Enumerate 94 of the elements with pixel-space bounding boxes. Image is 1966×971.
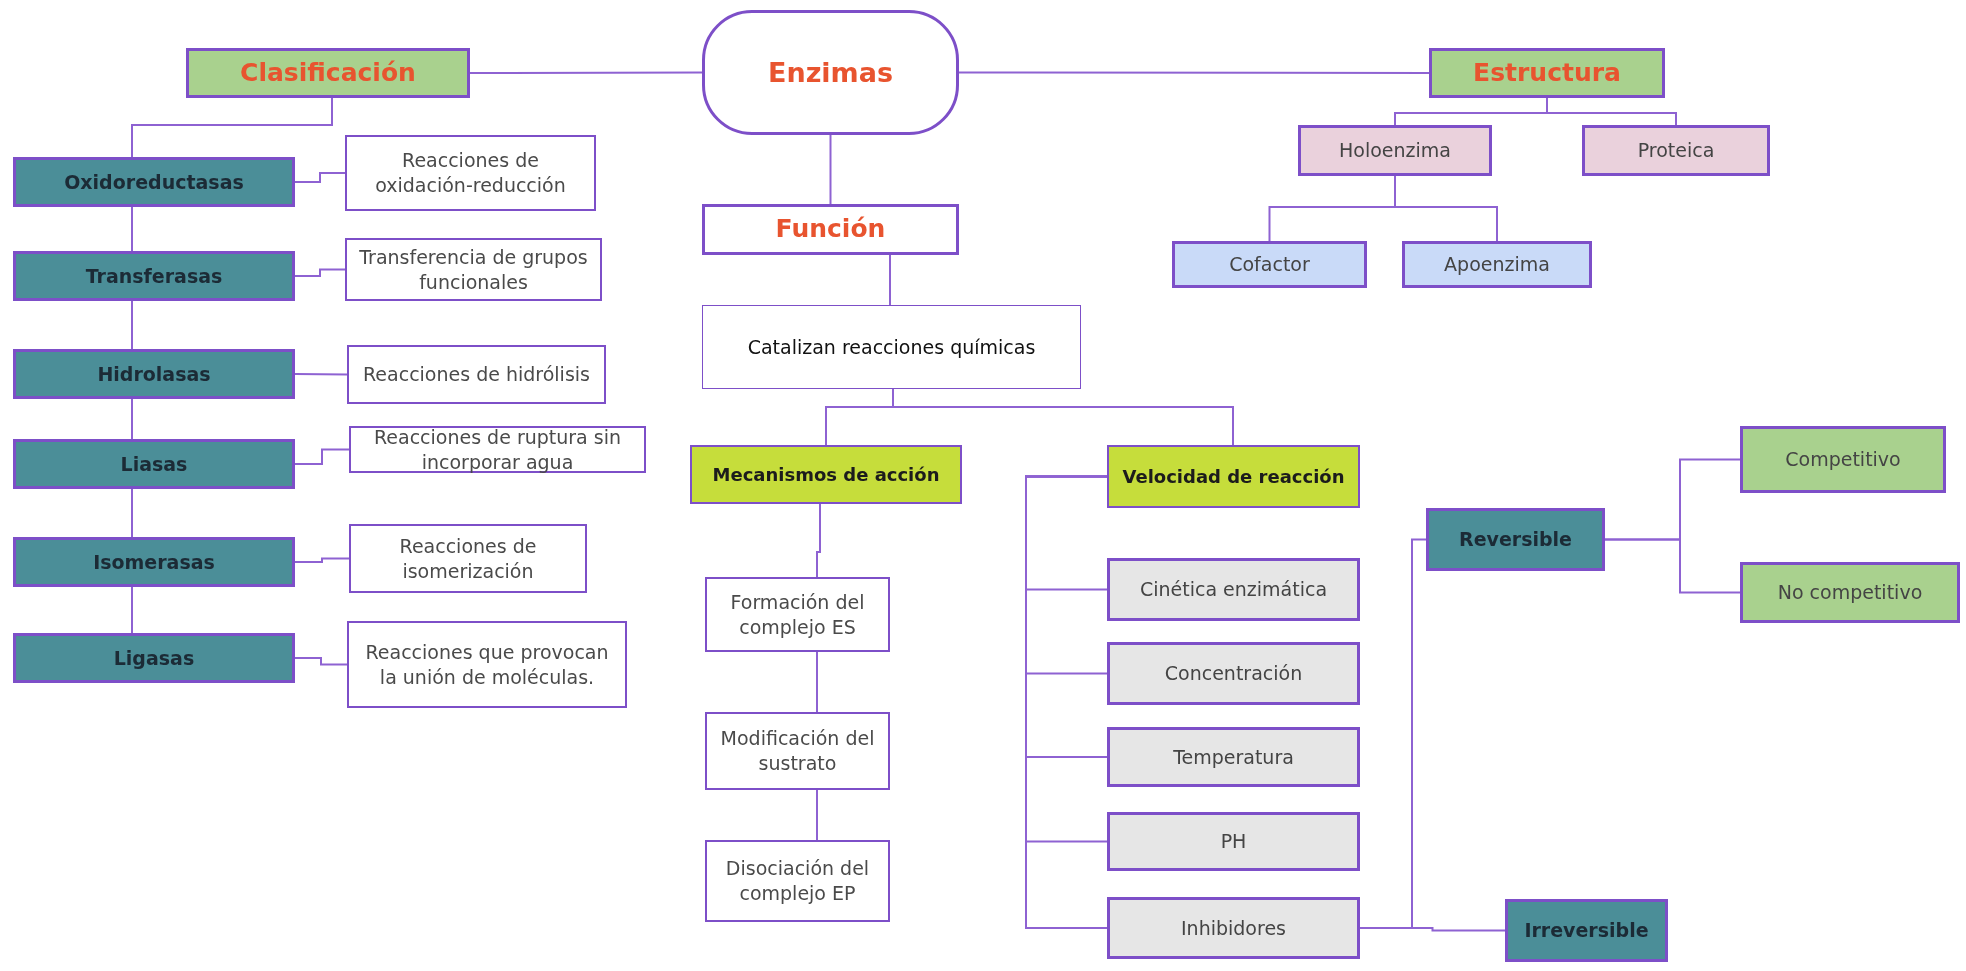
node-label: Inhibidores <box>1181 915 1286 941</box>
node-label: Cinética enzimática <box>1139 577 1328 602</box>
connector-line <box>294 657 348 666</box>
topic-pill <box>702 10 959 135</box>
node-label: Formación del complejo ES <box>729 589 866 640</box>
connector-line <box>816 651 818 713</box>
node-label: Concentración <box>1164 661 1303 686</box>
node-label: Proteica <box>1637 138 1715 163</box>
part-box <box>1402 241 1592 288</box>
part-box <box>1172 241 1367 288</box>
node-label: PH <box>1220 829 1247 854</box>
heading-box <box>186 48 470 98</box>
factor-box <box>1107 727 1360 787</box>
connector-line <box>816 789 818 841</box>
connector-line <box>889 254 891 306</box>
description-box <box>705 840 890 922</box>
node-label: Clasificación <box>240 56 416 89</box>
factor-box <box>1107 558 1360 621</box>
connector-line <box>1025 475 1108 929</box>
node-label: Liasas <box>120 451 188 477</box>
node-label: Reacciones de hidrólisis <box>363 362 590 387</box>
connector-line <box>816 503 821 578</box>
node-label: Temperatura <box>1173 744 1294 770</box>
connector-line <box>131 586 133 634</box>
node-label: Hidrolasas <box>97 361 211 387</box>
connector-line <box>131 488 133 538</box>
category-box <box>13 349 295 399</box>
node-label: Reversible <box>1459 527 1572 552</box>
connector-line <box>131 398 133 440</box>
connector-line <box>469 71 703 74</box>
subtopic-box <box>1107 445 1360 508</box>
node-label: Transferasas <box>85 263 223 289</box>
connector-line <box>131 300 133 350</box>
connector-line <box>131 206 133 252</box>
node-label: Estructura <box>1473 56 1621 89</box>
node-label: Disociación del complejo EP <box>724 856 871 906</box>
subtopic-box <box>690 445 962 504</box>
heading-box <box>702 204 959 255</box>
node-label: Reacciones de oxidación-reducción <box>374 148 567 198</box>
node-label: Reacciones de isomerización <box>398 533 538 584</box>
description-box <box>705 712 890 790</box>
description-box <box>349 426 646 473</box>
node-label: Holoenzima <box>1339 138 1451 163</box>
connector-line <box>829 134 832 205</box>
connector-line <box>958 71 1430 74</box>
node-label: Reacciones que provocan la unión de moléculas. <box>364 639 610 690</box>
connector-line <box>131 97 333 158</box>
node-label: Apoenzima <box>1444 252 1550 277</box>
part-box <box>1298 125 1492 176</box>
node-label: Mecanismos de acción <box>712 462 940 487</box>
node-label: Oxidoreductasas <box>64 169 244 195</box>
type-box <box>1740 426 1946 493</box>
connector-line <box>294 557 350 563</box>
factor-box <box>1107 812 1360 871</box>
node-label: Cofactor <box>1229 252 1310 277</box>
node-label: Modificación del sustrato <box>719 726 876 776</box>
connector-line <box>294 373 348 376</box>
category-box <box>13 157 295 207</box>
node-label: Transferencia de grupos funcionales <box>358 244 589 295</box>
description-box <box>345 238 602 301</box>
node-label: Función <box>775 213 886 246</box>
description-box <box>705 577 890 652</box>
node-label: No competitivo <box>1777 580 1923 605</box>
connector-line <box>1359 927 1506 932</box>
factor-box <box>1107 642 1360 705</box>
category-box <box>1505 899 1668 962</box>
connector-line <box>1546 97 1677 126</box>
connector-line <box>1394 175 1498 242</box>
connector-line <box>294 268 346 277</box>
heading-box <box>1429 48 1665 98</box>
node-label: Ligasas <box>113 645 195 671</box>
connector-line <box>294 172 346 183</box>
description-box <box>347 621 627 708</box>
description-box <box>347 345 606 404</box>
node-label: Catalizan reacciones químicas <box>747 334 1036 360</box>
category-box <box>13 251 295 301</box>
node-label: Enzimas <box>767 55 894 90</box>
node-label: Reacciones de ruptura sin incorporar agua <box>372 424 623 475</box>
description-box <box>349 524 587 593</box>
category-box <box>1426 508 1605 571</box>
category-box <box>13 439 295 489</box>
connector-line <box>1604 538 1741 594</box>
category-box <box>13 537 295 587</box>
type-box <box>1740 562 1960 623</box>
description-box <box>702 305 1081 389</box>
node-label: Isomerasas <box>93 549 215 575</box>
connector-line <box>294 448 350 465</box>
description-box <box>345 135 596 211</box>
node-label: Velocidad de reacción <box>1122 464 1345 489</box>
part-box <box>1582 125 1770 176</box>
factor-box <box>1107 897 1360 959</box>
node-label: Competitivo <box>1785 447 1901 472</box>
node-label: Irreversible <box>1524 918 1649 943</box>
category-box <box>13 633 295 683</box>
